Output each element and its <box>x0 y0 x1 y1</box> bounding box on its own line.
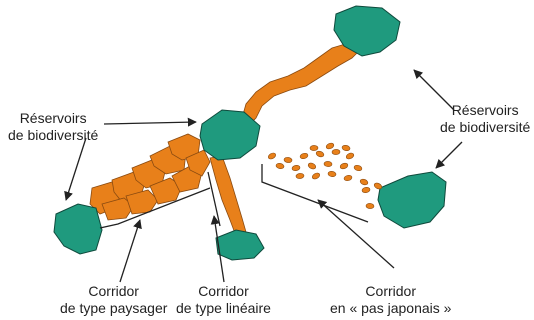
stepping-stone <box>366 203 374 209</box>
arrow-right-to-right-reservoir <box>436 142 462 168</box>
stepping-stone <box>284 157 293 163</box>
stepping-stone-patches <box>267 142 383 209</box>
stepping-stone <box>353 164 362 171</box>
stepping-stone <box>328 171 337 177</box>
arrow-left-to-left-reservoir <box>66 138 86 200</box>
stepping-stone <box>339 162 348 170</box>
stepping-stone <box>343 174 352 181</box>
stepping-stone <box>325 142 334 150</box>
label-corridor-linear: Corridor de type linéaire <box>176 283 271 317</box>
reservoir-left <box>54 204 102 254</box>
label-reservoirs-right-line1: Réservoirs <box>440 102 530 119</box>
stepping-stone <box>267 152 277 161</box>
corridor-landscape-patches <box>90 134 210 220</box>
stepping-stone <box>311 172 321 180</box>
stepping-stone <box>292 165 301 172</box>
reservoir-bottom-small <box>216 230 264 260</box>
label-corridor-landscape-line2: de type paysager <box>60 300 167 317</box>
arrow-left-to-center-reservoir <box>104 122 196 124</box>
reservoir-center <box>200 110 260 160</box>
label-corridor-stepping-line1: Corridor <box>330 283 451 300</box>
stepping-stone <box>315 150 324 158</box>
label-corridor-stepping: Corridor en « pas japonais » <box>330 283 451 317</box>
label-corridor-stepping-line2: en « pas japonais » <box>330 300 451 317</box>
stepping-stone <box>359 178 368 186</box>
stepping-stone <box>332 149 340 154</box>
label-corridor-linear-line1: Corridor <box>176 283 271 300</box>
stepping-stone <box>362 187 371 194</box>
label-corridor-linear-line2: de type linéaire <box>176 300 271 317</box>
label-reservoirs-right: Réservoirs de biodiversité <box>440 102 530 136</box>
label-corridor-landscape-line1: Corridor <box>60 283 167 300</box>
stepping-stone <box>342 145 351 152</box>
label-reservoirs-left-line2: de biodiversité <box>8 127 98 144</box>
stepping-stone <box>345 152 354 160</box>
stepping-corridor-bracket <box>262 164 368 222</box>
stepping-stone <box>296 173 304 179</box>
stepping-stone <box>307 162 316 170</box>
arrow-landscape-label <box>120 220 140 282</box>
label-reservoirs-left-line1: Réservoirs <box>8 110 98 127</box>
label-corridor-landscape: Corridor de type paysager <box>60 283 167 317</box>
stepping-stone <box>324 161 332 167</box>
label-reservoirs-left: Réservoirs de biodiversité <box>8 110 98 144</box>
stepping-stone <box>276 163 285 170</box>
corridor-upper-linear <box>242 42 362 126</box>
reservoir-right <box>378 172 446 228</box>
label-reservoirs-right-line2: de biodiversité <box>440 119 530 136</box>
stepping-stone <box>299 152 308 159</box>
stepping-stone <box>310 145 318 150</box>
